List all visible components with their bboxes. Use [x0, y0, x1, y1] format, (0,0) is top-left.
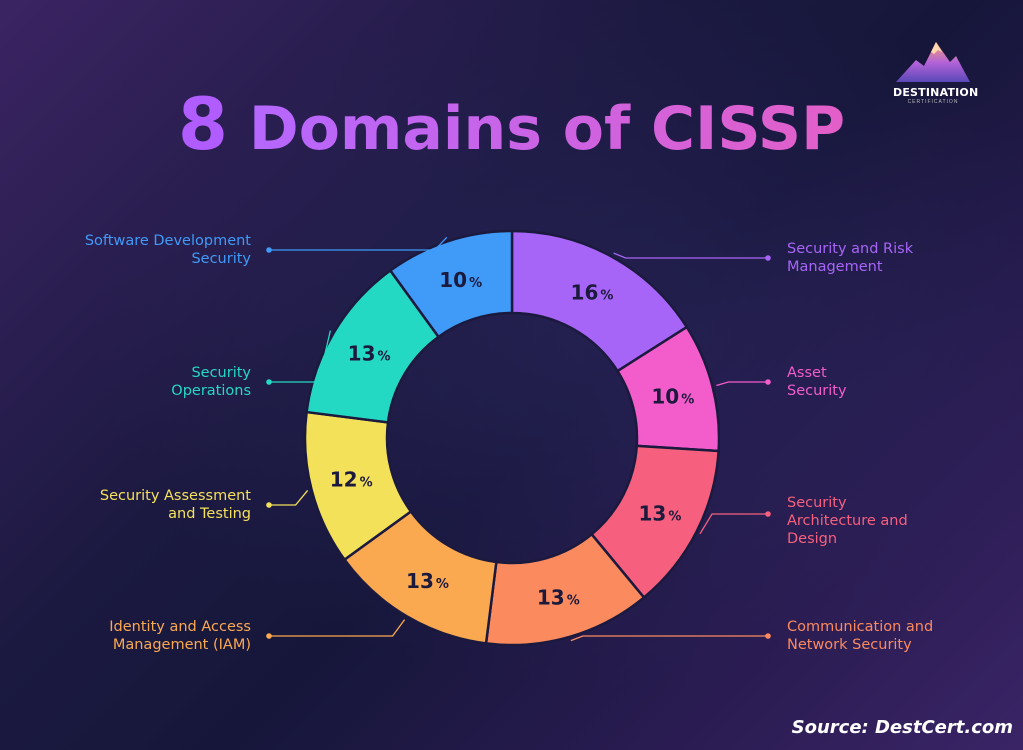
slice-value-label: 13%: [638, 501, 681, 525]
callout-line: [613, 252, 768, 259]
domain-label-line: Design: [787, 531, 838, 547]
domain-label-line: Architecture and: [787, 513, 908, 529]
slice-value-label: 12%: [330, 467, 373, 491]
callout-line: [699, 513, 768, 535]
logo-name: DESTINATION: [893, 86, 979, 99]
callout-dot: [266, 247, 272, 253]
domain-label-line: Management: [787, 259, 883, 275]
callout-dot: [266, 379, 272, 385]
callout-line: [570, 635, 768, 642]
domain-label-line: Management (IAM): [112, 637, 251, 653]
callout-dot: [266, 633, 272, 639]
domain-label-line: Security and Risk: [787, 241, 914, 257]
slice-value-label: 16%: [571, 281, 614, 305]
domain-label-line: Security Assessment: [99, 488, 251, 504]
domain-label: Security Assessment and Testing: [100, 487, 251, 523]
domain-label-line: Identity and Access: [109, 619, 251, 635]
slice-value-label: 10%: [651, 385, 694, 409]
destination-logo: DESTINATION CERTIFICATION: [893, 38, 979, 105]
domain-label-line: and Testing: [168, 506, 251, 522]
mountain-icon: [896, 42, 970, 82]
domain-label-line: Security: [191, 251, 251, 267]
logo-subtitle: CERTIFICATION: [907, 99, 959, 105]
domain-label-line: Asset: [787, 365, 827, 381]
callout-dot: [765, 379, 771, 385]
page-title: 8 Domains of CISSP: [0, 82, 1023, 166]
domain-label-line: Operations: [171, 383, 251, 399]
domain-label-line: Security: [191, 365, 251, 381]
callout-dot: [765, 511, 771, 517]
callout-line: [269, 330, 332, 383]
domain-label-line: Software Development: [84, 233, 251, 249]
callout-dot: [266, 502, 272, 508]
callout-dot: [765, 633, 771, 639]
domain-label-line: Security: [787, 383, 847, 399]
title-number: 8: [177, 82, 228, 166]
slice-value-label: 13%: [537, 585, 580, 609]
slice-value-label: 10%: [439, 268, 482, 292]
callout-line: [269, 236, 448, 251]
slice-value-label: 13%: [406, 569, 449, 593]
domain-label-line: Communication and: [787, 619, 934, 635]
callout-line: [716, 381, 768, 387]
domain-label-line: Network Security: [787, 637, 912, 653]
callout-line: [269, 490, 309, 506]
domain-label-line: Security: [787, 495, 847, 511]
source-credit: Source: DestCert.com: [791, 717, 1013, 738]
title-text: Domains of CISSP: [248, 94, 846, 164]
callout-dot: [765, 255, 771, 261]
callout-line: [269, 619, 406, 637]
slice-value-label: 13%: [348, 341, 391, 365]
